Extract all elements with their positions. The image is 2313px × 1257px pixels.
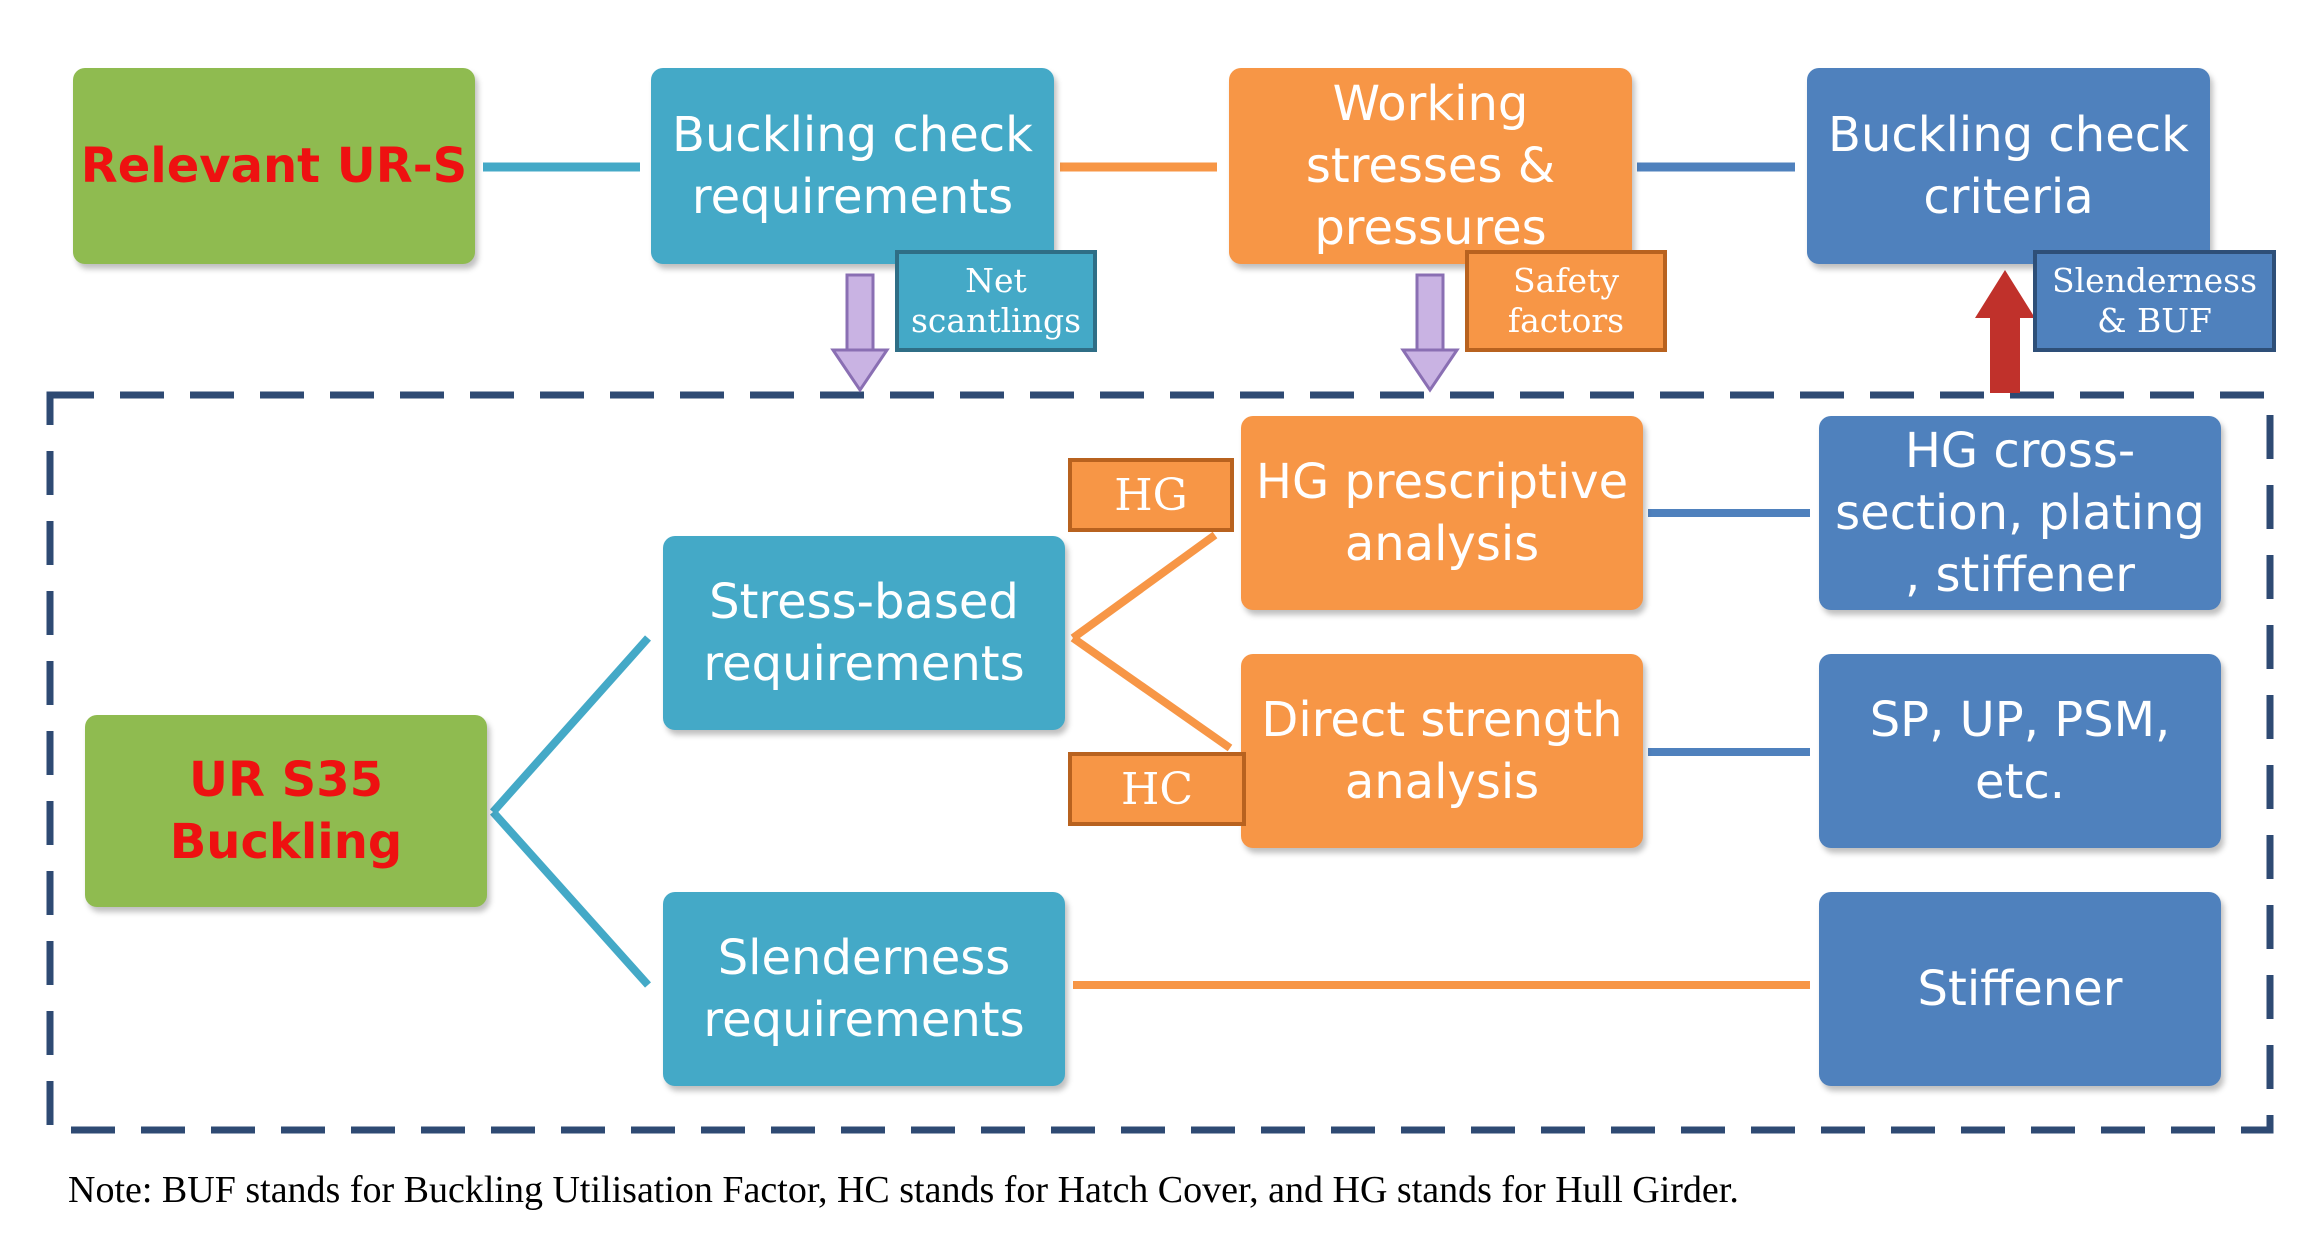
safety-factors-tag: Safety factors xyxy=(1465,250,1667,352)
sp-up-psm-box: SP, UP, PSM, etc. xyxy=(1819,654,2221,848)
hc-tag: HC xyxy=(1068,752,1246,826)
hg-cross-section-label: HG cross-section, plating , stiffener xyxy=(1835,423,2205,603)
connector-urs35-to-stress xyxy=(490,635,651,815)
connector-stress-to-hg xyxy=(1070,531,1218,642)
net-scantlings-tag: Net scantlings xyxy=(895,250,1097,352)
buckling-check-requirements-label: Buckling check requirements xyxy=(672,107,1033,225)
hg-tag: HG xyxy=(1068,458,1234,532)
slenderness-requirements-label: Slenderness requirements xyxy=(703,930,1025,1048)
down-arrow-safety-factors xyxy=(1400,273,1460,393)
safety-factors-label: Safety factors xyxy=(1507,261,1625,340)
footnote: Note: BUF stands for Buckling Utilisatio… xyxy=(68,1169,1739,1211)
relevant-ur-s-label: Relevant UR-S xyxy=(80,138,468,194)
hg-cross-section-box: HG cross-section, plating , stiffener xyxy=(1819,416,2221,610)
ur-s35-scope-border xyxy=(46,391,2274,1134)
down-arrow-net-scantlings xyxy=(830,273,890,393)
working-stresses-label: Working stresses & pressures xyxy=(1305,76,1556,256)
relevant-ur-s-box: Relevant UR-S xyxy=(73,68,475,264)
ur-s35-buckling-label: UR S35 Buckling xyxy=(169,752,403,870)
slenderness-buf-label: Slenderness & BUF xyxy=(2051,261,2258,340)
buckling-check-requirements-box: Buckling check requirements xyxy=(651,68,1054,264)
direct-strength-analysis-box: Direct strength analysis xyxy=(1241,654,1643,848)
ur-s35-buckling-box: UR S35 Buckling xyxy=(85,715,487,907)
direct-strength-analysis-label: Direct strength analysis xyxy=(1261,692,1623,810)
hg-prescriptive-analysis-box: HG prescriptive analysis xyxy=(1241,416,1643,610)
buckling-check-criteria-label: Buckling check criteria xyxy=(1828,107,2189,225)
net-scantlings-label: Net scantlings xyxy=(910,261,1082,340)
stiffener-box: Stiffener xyxy=(1819,892,2221,1086)
stress-based-requirements-box: Stress-based requirements xyxy=(663,536,1065,730)
hg-tag-label: HG xyxy=(1114,469,1188,521)
sp-up-psm-label: SP, UP, PSM, etc. xyxy=(1869,692,2171,810)
slenderness-buf-tag: Slenderness & BUF xyxy=(2033,250,2276,352)
slenderness-requirements-box: Slenderness requirements xyxy=(663,892,1065,1086)
buckling-check-criteria-box: Buckling check criteria xyxy=(1807,68,2210,264)
connector-stress-to-hc xyxy=(1070,634,1233,752)
working-stresses-box: Working stresses & pressures xyxy=(1229,68,1632,264)
hc-tag-label: HC xyxy=(1120,763,1194,815)
connector-urs35-to-slenderness xyxy=(490,809,651,988)
stress-based-requirements-label: Stress-based requirements xyxy=(703,574,1025,692)
stiffener-label: Stiffener xyxy=(1917,961,2123,1017)
hg-prescriptive-analysis-label: HG prescriptive analysis xyxy=(1255,454,1629,572)
up-arrow-slenderness-buf xyxy=(1975,270,2035,393)
